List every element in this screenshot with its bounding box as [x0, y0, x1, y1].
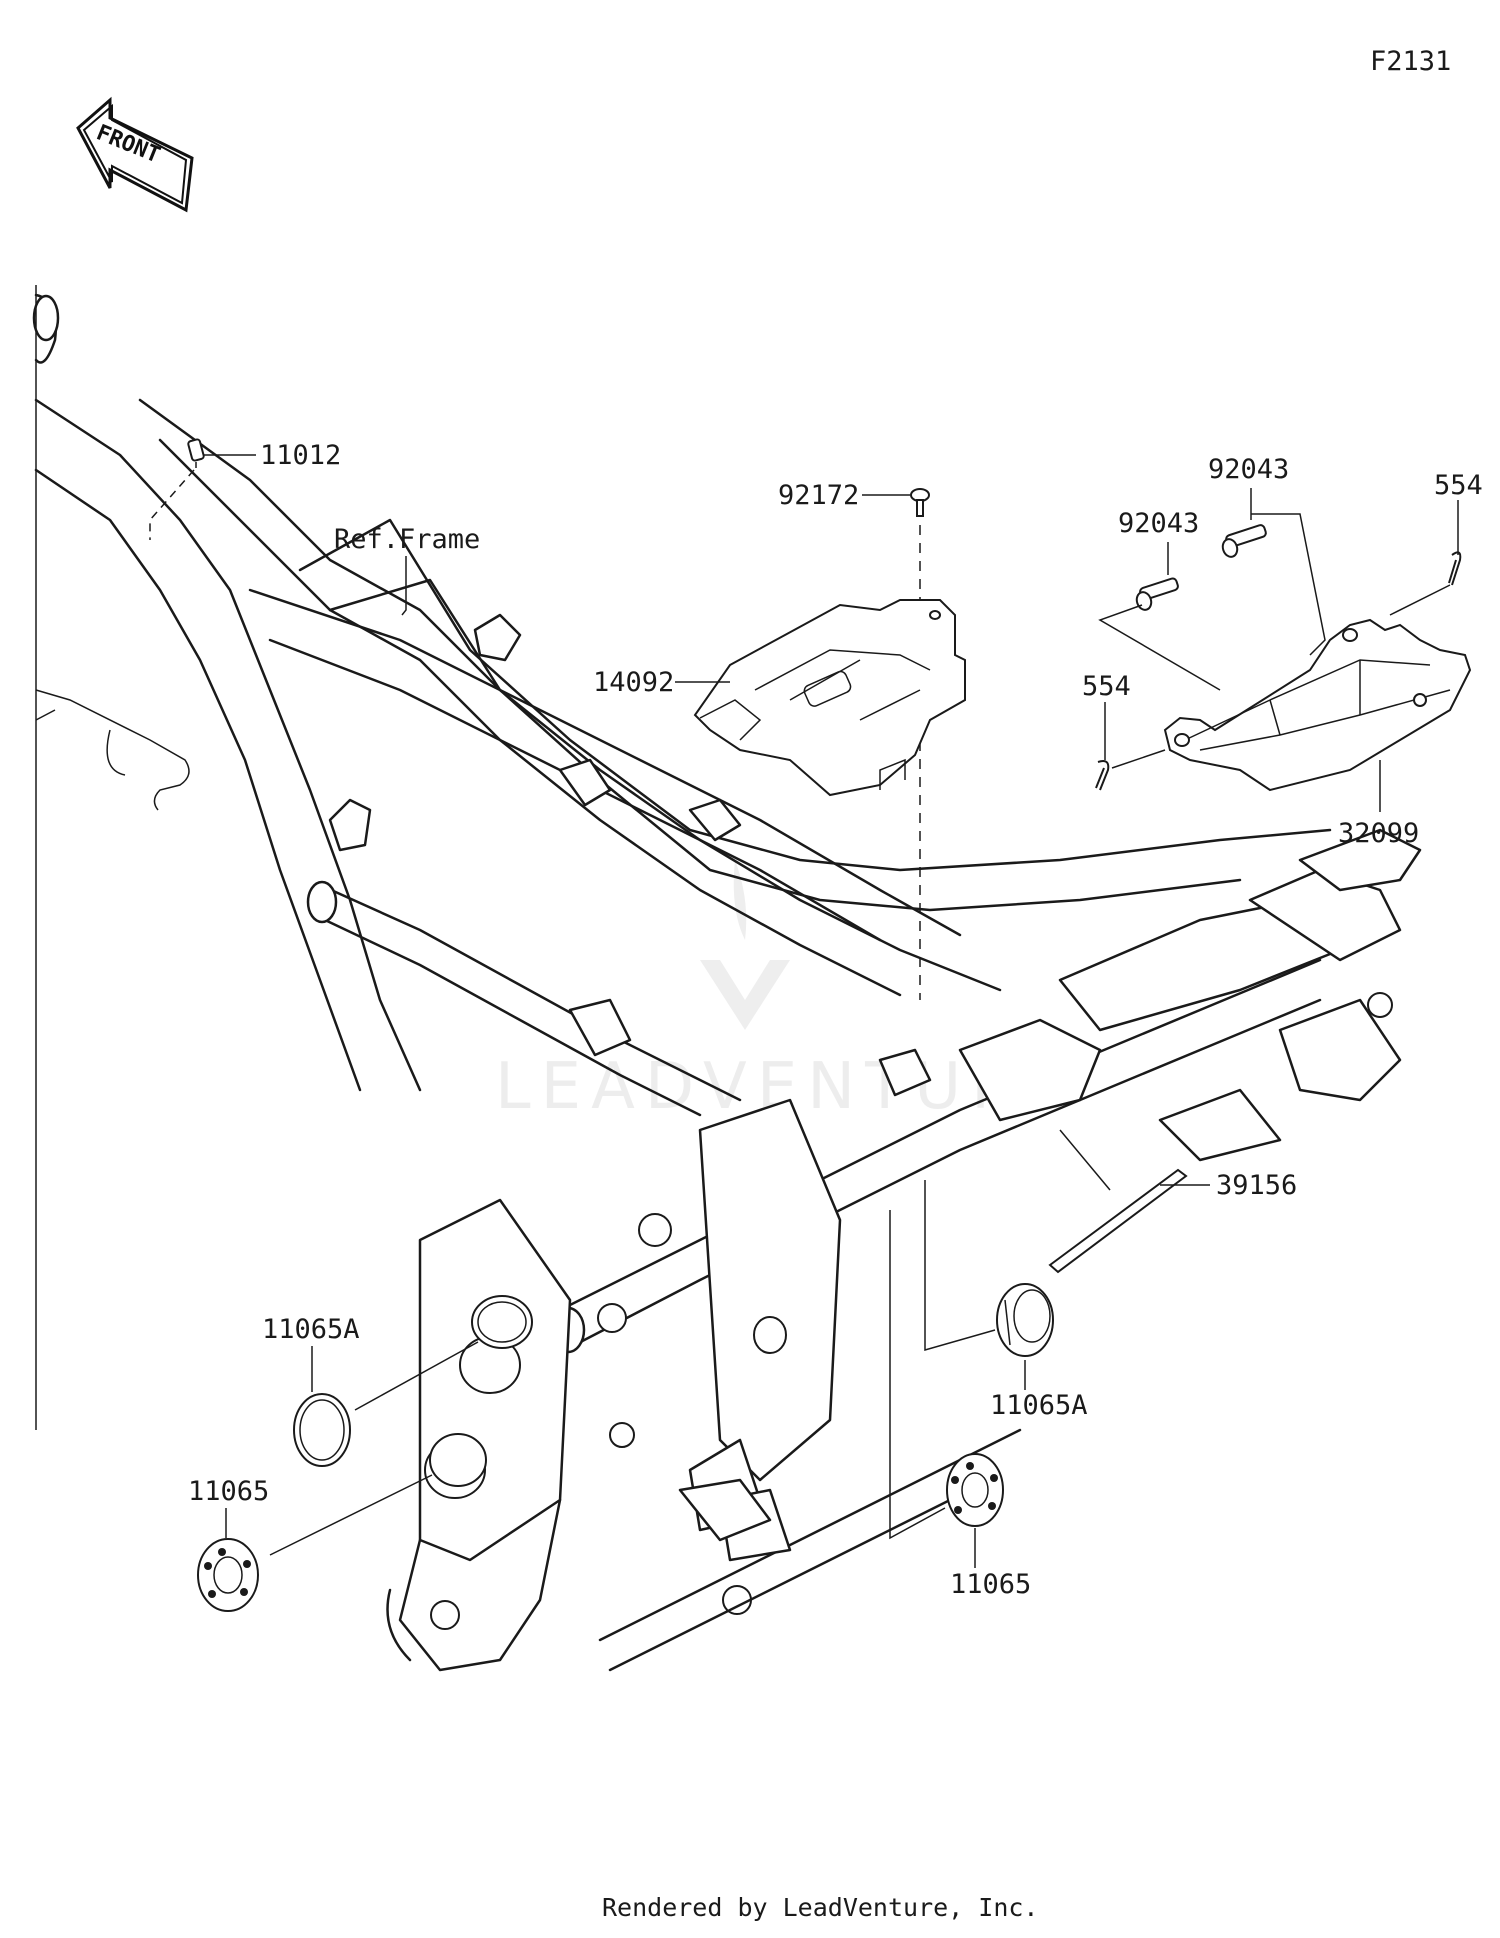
callout-39156: 39156	[1216, 1170, 1297, 1201]
motorcycle-frame	[32, 285, 1422, 1672]
part-11065-right	[889, 1210, 1004, 1568]
part-554-top	[1389, 500, 1462, 616]
callout-11065-left: 11065	[188, 1476, 269, 1507]
callout-11012: 11012	[260, 440, 341, 471]
part-11065a-right	[924, 1180, 1054, 1390]
part-11012	[149, 438, 256, 540]
callout-14092: 14092	[593, 667, 674, 698]
callout-32099: 32099	[1338, 818, 1419, 849]
callout-11065a-left: 11065A	[262, 1314, 360, 1345]
part-11065a-left	[293, 1295, 533, 1467]
ref-frame-label: Ref.Frame	[334, 524, 480, 555]
front-arrow-icon: FRONT	[76, 96, 194, 213]
callout-554-top: 554	[1434, 470, 1483, 501]
part-92043-top	[1221, 488, 1326, 656]
footer-credit: Rendered by LeadVenture, Inc.	[602, 1893, 1039, 1922]
part-554-left	[1095, 702, 1166, 791]
callout-11065-right: 11065	[950, 1569, 1031, 1600]
part-39156	[1048, 1129, 1210, 1274]
watermark-logo	[700, 860, 790, 1030]
callout-92043-top: 92043	[1208, 454, 1289, 485]
callout-554-left: 554	[1082, 671, 1131, 702]
part-92043-left	[1098, 542, 1221, 691]
callout-92172: 92172	[778, 480, 859, 511]
callout-11065a-right: 11065A	[990, 1390, 1088, 1421]
part-11065-left	[197, 1433, 487, 1612]
callout-92043-left: 92043	[1118, 508, 1199, 539]
ref-frame-leader	[401, 556, 407, 616]
part-14092	[675, 599, 966, 797]
part-32099	[1163, 618, 1472, 812]
diagram-code: F2131	[1370, 46, 1451, 77]
